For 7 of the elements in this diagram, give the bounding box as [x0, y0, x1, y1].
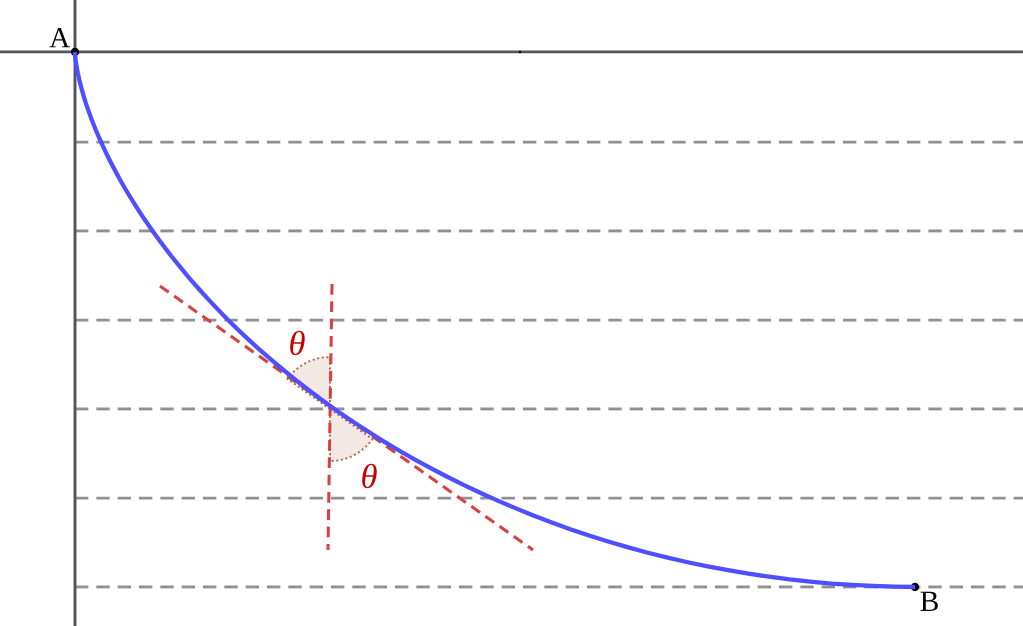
curve: [72, 50, 916, 590]
point: A: [49, 27, 80, 57]
angle-label: θ: [362, 463, 377, 489]
point: B: [910, 582, 938, 611]
node-label: B: [920, 591, 938, 612]
angle-label: θ: [290, 330, 305, 356]
node-label: A: [49, 27, 71, 48]
